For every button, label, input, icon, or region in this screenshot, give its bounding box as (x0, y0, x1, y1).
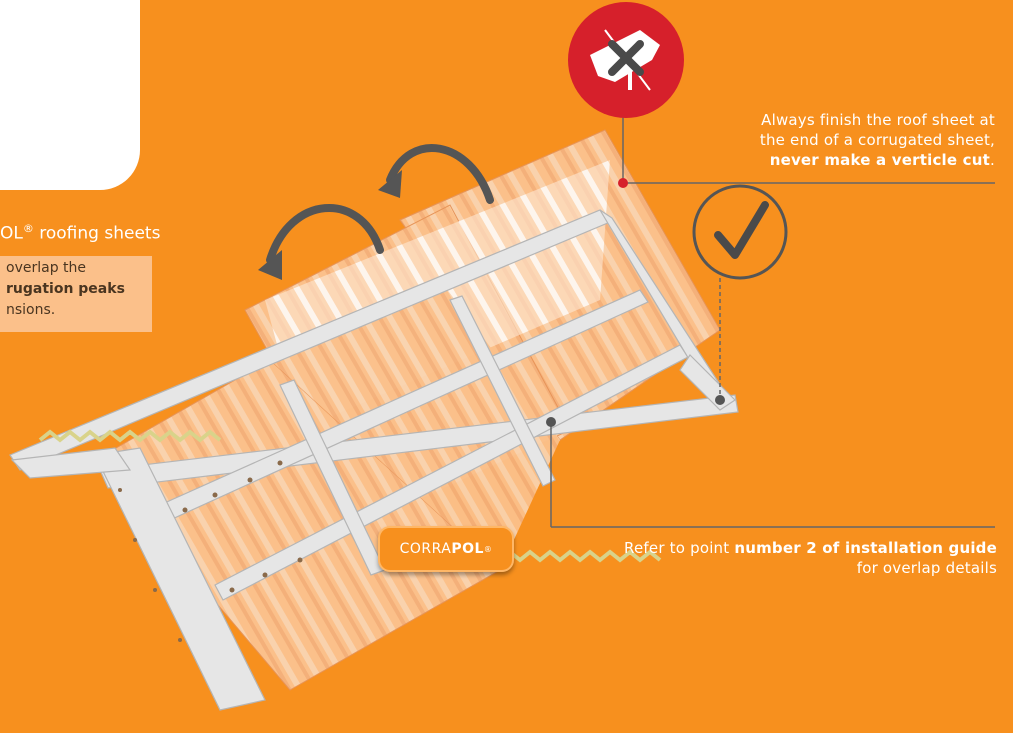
vertical-cut-warning: Always finish the roof sheet at the end … (760, 110, 995, 170)
overlap-callout-dot (546, 417, 556, 427)
cut-callout-dot (618, 178, 628, 188)
checkmark-icon (694, 186, 786, 278)
finish-callout-dot (715, 395, 725, 405)
overlap-reference-note: Refer to point number 2 of installation … (617, 538, 997, 578)
no-jigsaw-icon (568, 2, 684, 118)
